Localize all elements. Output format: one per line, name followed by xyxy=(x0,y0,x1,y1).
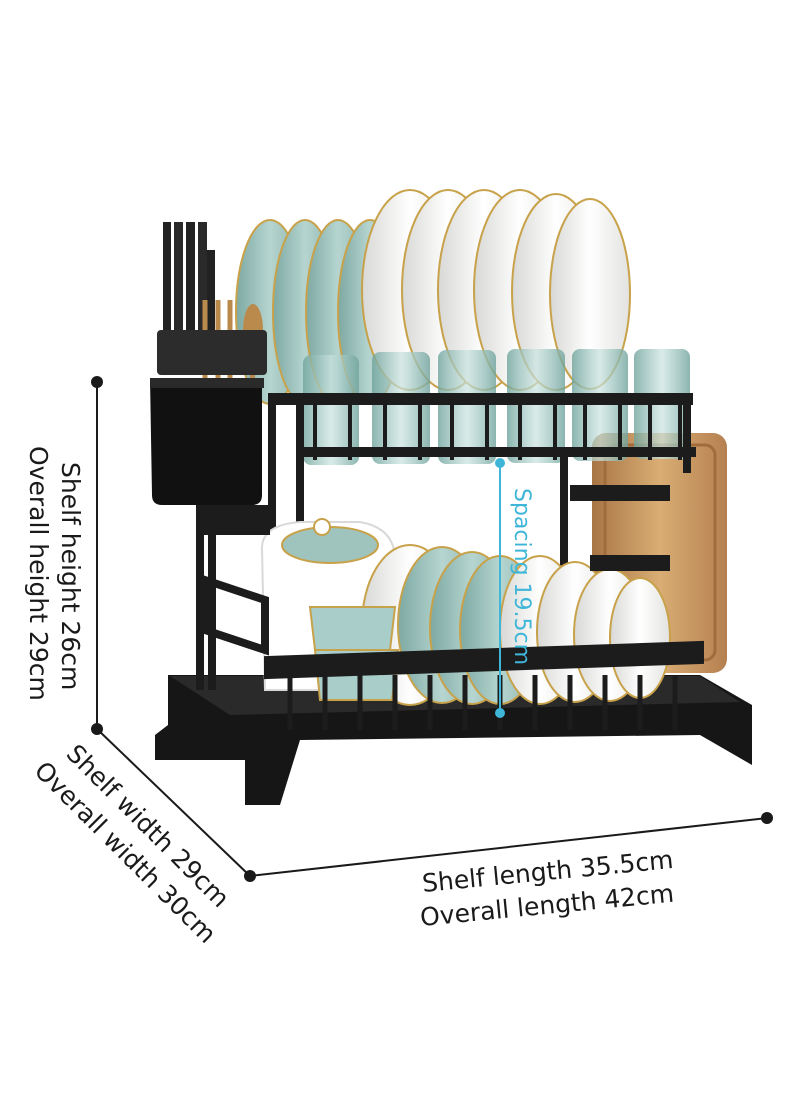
overall-height-label: Overall height 29cm xyxy=(24,446,53,701)
spacing-label: Spacing 19.5cm xyxy=(509,488,534,665)
lower-shelf-frame xyxy=(196,485,704,730)
width-dimension-line xyxy=(96,728,251,877)
dimension-lines xyxy=(91,376,773,882)
upper-white-plates xyxy=(361,189,631,391)
utensil-holder xyxy=(150,222,267,505)
length-dimension-line xyxy=(249,817,768,877)
shelf-height-label: Shelf height 26cm xyxy=(56,462,85,690)
dish-rack xyxy=(150,189,752,805)
